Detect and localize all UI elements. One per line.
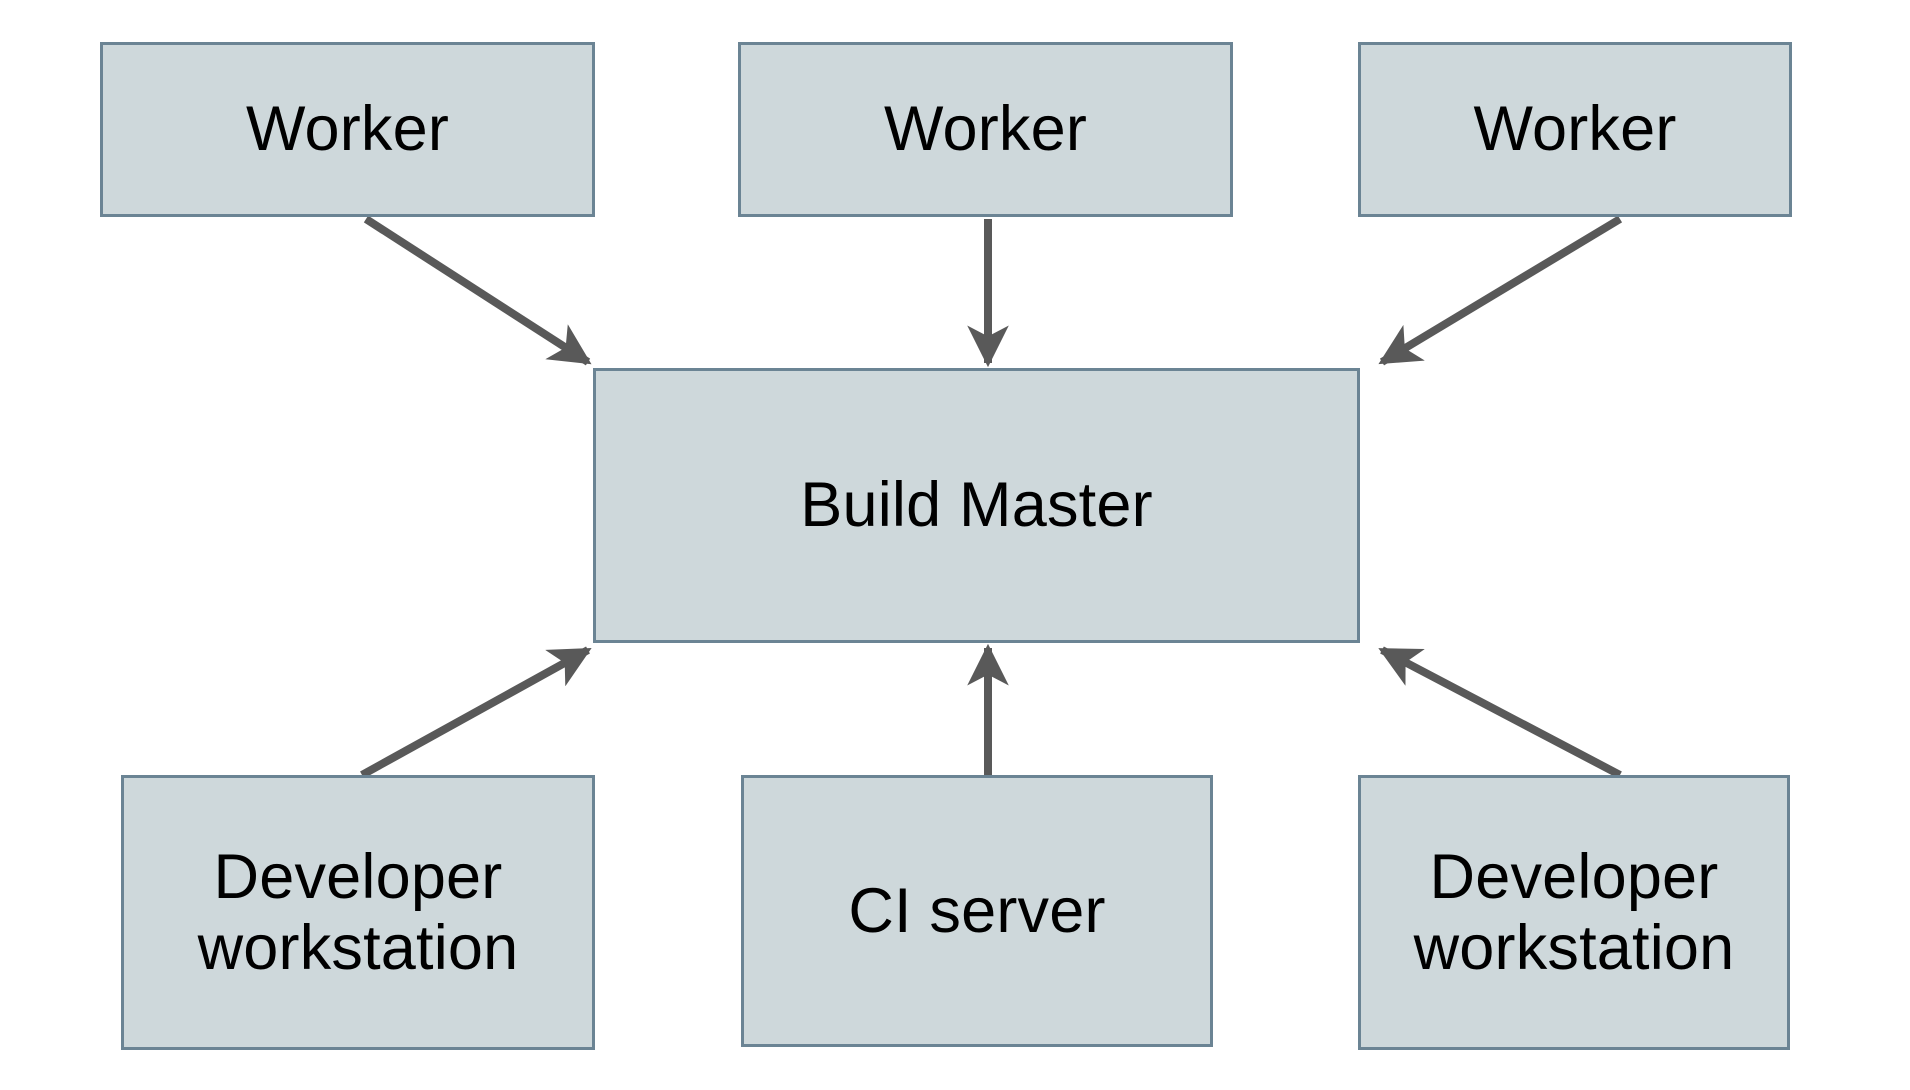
node-ci-server-label: CI server <box>848 875 1106 946</box>
node-build-master[interactable]: Build Master <box>593 368 1360 643</box>
node-build-master-label: Build Master <box>800 470 1153 541</box>
node-developer-workstation-left[interactable]: Developer workstation <box>121 775 595 1050</box>
node-developer-workstation-right-label: Developer workstation <box>1413 841 1735 983</box>
node-worker-3[interactable]: Worker <box>1358 42 1792 217</box>
edge-worker-3-to-build-master <box>1378 215 1623 366</box>
node-worker-2-label: Worker <box>883 94 1088 165</box>
node-developer-workstation-left-label: Developer workstation <box>197 841 519 983</box>
node-worker-3-label: Worker <box>1473 94 1677 165</box>
node-developer-workstation-right[interactable]: Developer workstation <box>1358 775 1790 1050</box>
node-worker-1[interactable]: Worker <box>100 42 595 217</box>
edge-dev-ws-right-to-build-master <box>1378 646 1622 779</box>
edge-worker-1-to-build-master <box>363 215 592 366</box>
edge-dev-ws-left-to-build-master <box>360 646 592 779</box>
node-worker-2[interactable]: Worker <box>738 42 1233 217</box>
node-worker-1-label: Worker <box>245 94 450 165</box>
node-ci-server[interactable]: CI server <box>741 775 1213 1047</box>
